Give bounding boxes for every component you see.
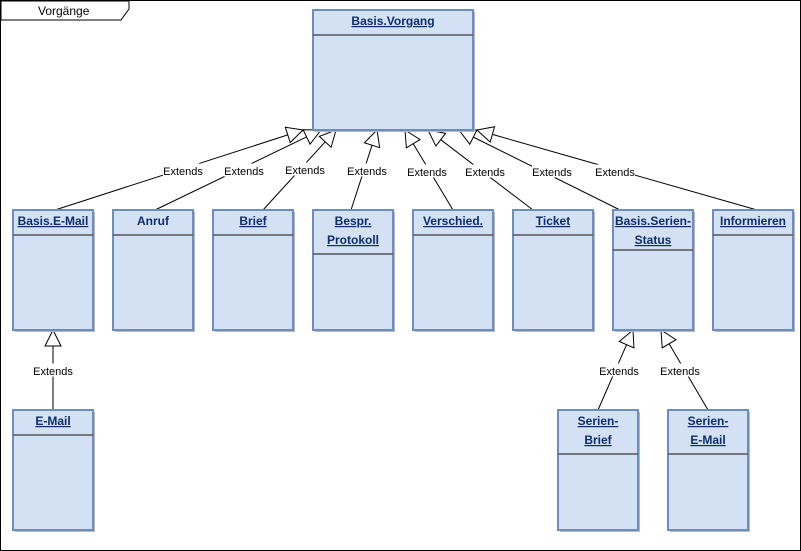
inheritance-arrowhead-icon xyxy=(44,328,62,347)
class-box-serien-brief[interactable]: Serien- Brief xyxy=(557,409,640,532)
extends-edge: Extends xyxy=(457,129,621,211)
edge-label: Extends xyxy=(595,167,635,179)
class-box-serien-email[interactable]: Serien- E-Mail xyxy=(667,409,750,532)
class-body xyxy=(12,209,94,331)
extends-edge: Extends xyxy=(427,129,534,211)
edge-label-bg xyxy=(595,164,635,178)
class-body xyxy=(312,9,474,131)
class-body xyxy=(712,209,794,331)
class-name: Brief xyxy=(584,433,612,447)
inheritance-arrowhead-icon xyxy=(363,128,381,149)
class-name: Anruf xyxy=(137,214,170,228)
edge-label: Extends xyxy=(660,366,700,378)
class-body xyxy=(612,209,694,331)
class-body xyxy=(212,209,294,331)
edge-label-bg xyxy=(224,163,264,177)
edge-label-bg xyxy=(285,162,325,176)
edge-label: Extends xyxy=(407,167,447,179)
extends-edge: Extends xyxy=(475,126,758,211)
edge-label-bg xyxy=(347,163,387,177)
class-name: Serien- xyxy=(688,414,729,428)
class-body xyxy=(557,409,639,531)
edge-label: Extends xyxy=(465,167,505,179)
package-tab: Vorgänge xyxy=(0,0,130,21)
class-name: Informieren xyxy=(720,214,786,228)
edge-label: Extends xyxy=(224,166,264,178)
extends-edge: Extends xyxy=(33,328,73,410)
extends-edge: Extends xyxy=(660,329,709,411)
class-body xyxy=(312,209,394,331)
edge-line xyxy=(262,141,326,211)
class-body xyxy=(112,209,194,331)
edge-label-bg xyxy=(660,363,700,377)
class-body xyxy=(512,209,594,331)
class-body xyxy=(412,209,494,331)
class-name: Basis.Vorgang xyxy=(351,14,434,28)
class-name: E-Mail xyxy=(690,433,725,447)
extends-edge: Extends xyxy=(154,129,323,211)
extends-edge: Extends xyxy=(597,328,639,411)
edge-line xyxy=(668,343,709,411)
edge-label: Extends xyxy=(163,166,203,178)
edge-label: Extends xyxy=(532,167,572,179)
inheritance-arrowhead-icon xyxy=(618,328,635,349)
inheritance-arrowhead-icon xyxy=(404,129,422,149)
inheritance-arrowhead-icon xyxy=(427,129,447,148)
extends-edge: Extends xyxy=(404,129,454,211)
edge-label: Extends xyxy=(599,366,639,378)
edge-label: Extends xyxy=(347,166,387,178)
class-name: Serien- xyxy=(578,414,619,428)
class-name: Status xyxy=(635,233,672,247)
class-box-bespr-protokoll[interactable]: Bespr. Protokoll xyxy=(312,209,395,332)
edge-label-bg xyxy=(407,164,447,178)
class-box-brief[interactable]: Brief xyxy=(212,209,295,332)
extends-edge: Extends xyxy=(347,128,387,211)
class-box-verschied[interactable]: Verschied. xyxy=(412,209,495,332)
class-body xyxy=(12,409,94,531)
class-name: Protokoll xyxy=(327,233,379,247)
class-name: Basis.Serien- xyxy=(615,214,691,228)
inheritance-arrowhead-icon xyxy=(284,126,305,144)
edge-label-bg xyxy=(33,363,73,377)
edge-line xyxy=(350,145,373,211)
class-name: Ticket xyxy=(536,214,570,228)
inheritance-arrowhead-icon xyxy=(660,329,677,349)
edge-label-bg xyxy=(465,164,505,178)
class-box-informieren[interactable]: Informieren xyxy=(712,209,795,332)
edge-label-bg xyxy=(599,363,639,377)
class-box-basis-vorgang[interactable]: Basis.Vorgang xyxy=(312,9,475,132)
class-name: Verschied. xyxy=(423,214,483,228)
class-box-basis-serien-status[interactable]: Basis.Serien- Status xyxy=(612,209,695,332)
class-body xyxy=(667,409,749,531)
extends-edge: Extends xyxy=(54,126,305,211)
inheritance-arrowhead-icon xyxy=(475,126,496,144)
class-box-basis-email[interactable]: Basis.E-Mail xyxy=(12,209,95,332)
package-title: Vorgänge xyxy=(38,4,90,18)
class-name: E-Mail xyxy=(35,414,70,428)
class-name: Brief xyxy=(239,214,267,228)
class-name: Basis.E-Mail xyxy=(18,214,89,228)
class-box-email[interactable]: E-Mail xyxy=(12,409,95,532)
edge-line xyxy=(597,344,628,411)
edge-label-bg xyxy=(532,164,572,178)
inheritance-arrowhead-icon xyxy=(318,129,337,149)
edge-label: Extends xyxy=(285,165,325,177)
class-box-ticket[interactable]: Ticket xyxy=(512,209,595,332)
extends-edge: Extends xyxy=(262,129,337,211)
class-name: Bespr. xyxy=(335,214,372,228)
class-box-anruf[interactable]: Anruf xyxy=(112,209,195,332)
edge-label-bg xyxy=(163,163,203,177)
edge-label: Extends xyxy=(33,366,73,378)
